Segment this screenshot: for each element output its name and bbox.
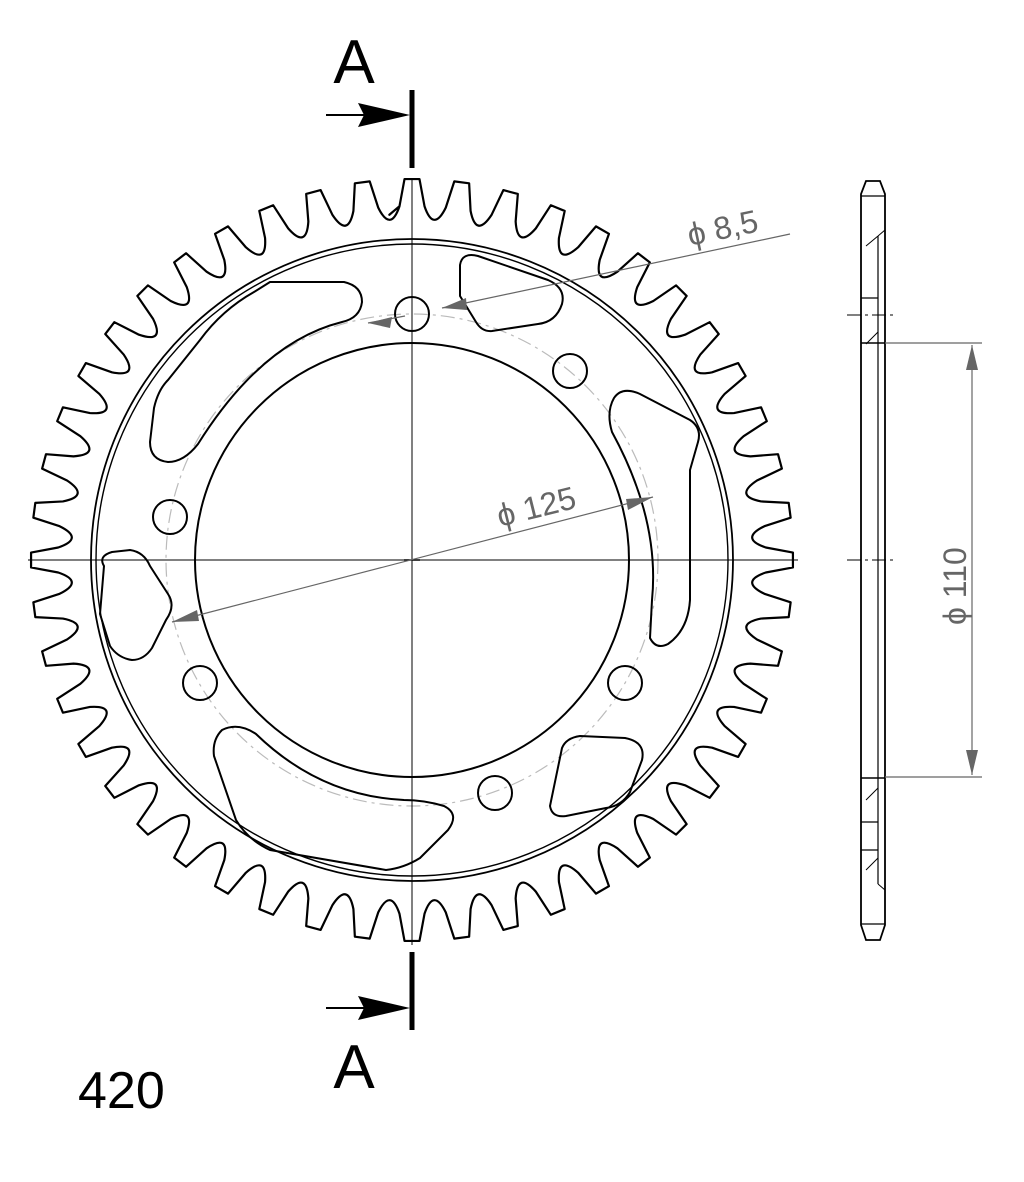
lightening-cutout bbox=[459, 254, 564, 333]
chain-pitch-code: 420 bbox=[78, 1062, 165, 1120]
bolt-hole bbox=[182, 665, 218, 701]
bolt-hole-dimension: ϕ 8,5 bbox=[367, 203, 791, 328]
lightening-cutout bbox=[212, 725, 455, 871]
section-label-bottom: A bbox=[333, 1033, 375, 1102]
lightening-cutout bbox=[99, 549, 173, 661]
bolt-hole-diameter-label: ϕ 8,5 bbox=[684, 203, 761, 253]
lightening-cutout bbox=[608, 389, 700, 647]
center-bore-dimension: ϕ 110 bbox=[885, 342, 982, 778]
section-label-top: A bbox=[333, 28, 375, 97]
section-marker-bottom: A bbox=[326, 952, 415, 1102]
side-profile-outline bbox=[860, 180, 886, 941]
section-marker-top: A bbox=[326, 28, 415, 168]
bolt-hole bbox=[152, 499, 188, 535]
bolt-hole bbox=[477, 775, 513, 811]
sprocket-side-view bbox=[847, 180, 897, 941]
sprocket-front-view bbox=[28, 177, 798, 945]
lightening-cutout bbox=[549, 735, 644, 818]
bolt-hole bbox=[607, 665, 643, 701]
bolt-circle-diameter-label: ϕ 125 bbox=[493, 479, 580, 533]
lightening-cutout bbox=[149, 281, 363, 463]
sprocket-tooth-outline bbox=[29, 177, 795, 943]
bolt-holes bbox=[152, 296, 643, 811]
lightening-cutouts bbox=[99, 254, 700, 871]
center-bore-diameter-label: ϕ 110 bbox=[937, 547, 973, 625]
bolt-hole bbox=[552, 353, 588, 389]
